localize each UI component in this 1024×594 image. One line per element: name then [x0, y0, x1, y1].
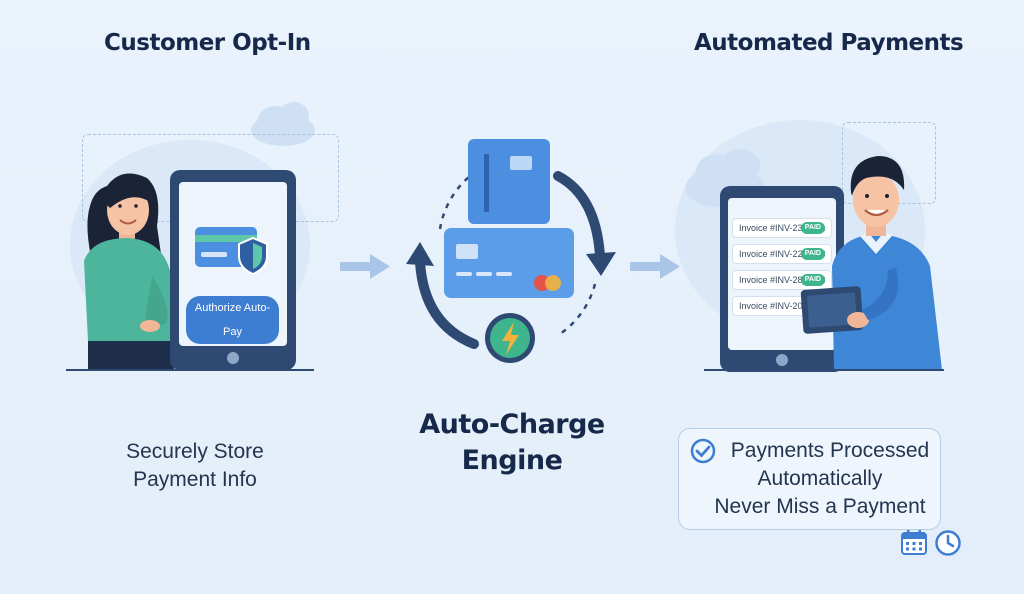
credit-card-icon [468, 139, 550, 224]
engine-title: Auto-Charge Engine [412, 407, 612, 479]
engine-title-line-1: Auto-Charge [419, 409, 605, 440]
left-ground-line [66, 369, 314, 371]
flow-arrow-left [340, 254, 390, 279]
flow-arrow-right [630, 254, 680, 279]
payments-result-box [678, 428, 941, 530]
auto-charge-engine-graphic [406, 139, 616, 363]
right-ground-line [704, 369, 944, 371]
check-circle-icon [690, 438, 716, 464]
result-line-3: Never Miss a Payment [714, 495, 926, 518]
cloud-icon [251, 102, 315, 146]
invoice-label: Invoice #INV-224-983 [739, 249, 826, 259]
cycle-arrow-left [415, 257, 479, 349]
invoice-label: Invoice #INV-204-989 [739, 301, 826, 311]
calendar-icon [901, 530, 927, 555]
invoice-row: Invoice #INV-284-983 PAID [732, 270, 832, 290]
authorize-autopay-button[interactable]: Authorize Auto-Pay [186, 296, 279, 344]
payments-result-text: Payments Processed Automatically Never M… [700, 437, 940, 521]
credit-card-icon [444, 228, 574, 298]
business-user-illustration [800, 156, 942, 370]
right-tablet-home-button [776, 354, 788, 366]
invoice-row: Invoice #INV-234-901 PAID [732, 218, 832, 238]
lightning-icon [485, 313, 535, 363]
invoice-label: Invoice #INV-234-901 [739, 223, 826, 233]
invoice-label: Invoice #INV-284-983 [739, 275, 826, 285]
shield-icon [238, 236, 268, 276]
customer-illustration [84, 173, 174, 371]
paid-badge: PAID [800, 248, 825, 260]
cycle-arrow-right [553, 171, 605, 261]
clock-icon [935, 530, 961, 556]
result-line-2: Automatically [757, 467, 883, 490]
invoice-row: Invoice #INV-224-983 PAID [732, 244, 832, 264]
paid-badge: PAID [800, 222, 825, 234]
result-line-1: Payments Processed [730, 439, 930, 462]
engine-title-line-2: Engine [461, 445, 563, 476]
paid-badge: PAID [800, 274, 825, 286]
left-tablet-home-button [227, 352, 239, 364]
left-caption: Securely Store Payment Info [110, 438, 280, 494]
left-caption-line-1: Securely Store [126, 440, 264, 463]
customer-opt-in-heading: Customer Opt-In [104, 30, 311, 56]
left-caption-line-2: Payment Info [133, 468, 257, 491]
automated-payments-heading: Automated Payments [694, 30, 964, 56]
